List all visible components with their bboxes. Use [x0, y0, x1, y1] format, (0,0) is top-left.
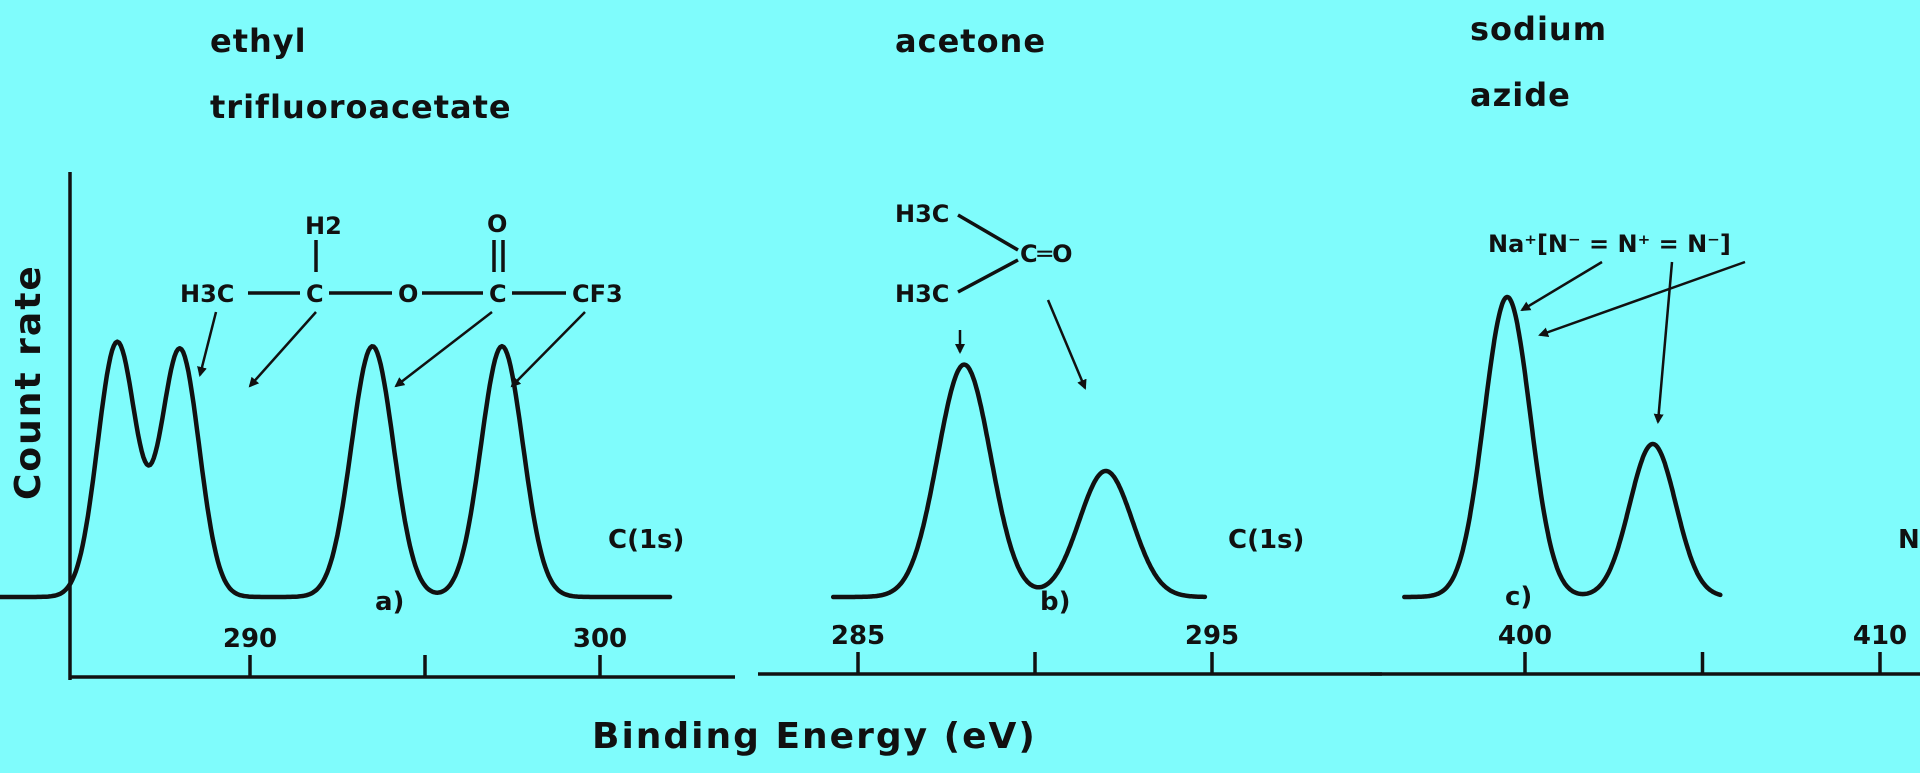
arrow [510, 311, 586, 388]
mol-b-co: C═O [1020, 240, 1072, 268]
x-tick-label: 300 [573, 624, 627, 654]
mol-c-formula: Na⁺[N⁻ = N⁺ = N⁻] [1488, 230, 1731, 258]
mol-a-c2: C [489, 280, 507, 308]
mol-a-o-top: O [487, 210, 507, 238]
panel-b-label: b) [1040, 587, 1071, 617]
panel-a-label: a) [375, 587, 404, 617]
panel-c-label: c) [1505, 582, 1532, 612]
mol-a-ch3: H3C [180, 280, 234, 308]
molecule-a: H2 O H3C C O C CF3 [180, 210, 623, 308]
annotation-arrows [197, 260, 1746, 424]
mol-a-c1: C [306, 280, 324, 308]
panel-b-core-level: C(1s) [1228, 525, 1304, 555]
panel-c-title-line-2: azide [1470, 76, 1571, 114]
mol-a-cf3: CF3 [572, 280, 623, 308]
tick-group: 290 300 285 295 400 410 [223, 621, 1907, 677]
panel-b-title: acetone [895, 22, 1046, 60]
y-axis-label: Count rate [8, 264, 49, 500]
bond [957, 258, 1019, 294]
arrow [394, 311, 493, 388]
panel-a-title-line-2: trifluoroacetate [210, 88, 512, 126]
arrow [1046, 299, 1087, 390]
arrow [197, 311, 218, 377]
molecule-c: Na⁺[N⁻ = N⁺ = N⁻] [1488, 230, 1731, 258]
series-curve-b [830, 362, 1208, 600]
x-tick-label: 410 [1853, 621, 1907, 651]
panel-c-title-line-1: sodium [1470, 10, 1607, 48]
series-curve-a [0, 339, 673, 600]
arrow [1653, 261, 1674, 424]
arrow [1538, 260, 1746, 338]
bond [957, 213, 1019, 252]
x-axis-label: Binding Energy (eV) [592, 716, 1037, 757]
arrow [1520, 260, 1603, 312]
x-tick-label: 295 [1185, 621, 1239, 651]
arrow [248, 311, 317, 388]
mol-b-ch3-top: H3C [895, 200, 949, 228]
series-curve-c [1402, 294, 1723, 600]
molecule-b: H3C H3C C═O [895, 200, 1072, 308]
x-tick-label: 290 [223, 624, 277, 654]
mol-a-h2: H2 [305, 212, 342, 240]
x-tick-label: 400 [1498, 621, 1552, 651]
panel-a-title-line-1: ethyl [210, 22, 307, 60]
mol-a-o-mid: O [398, 280, 418, 308]
mol-b-ch3-bot: H3C [895, 280, 949, 308]
panel-a-core-level: C(1s) [608, 525, 684, 555]
panel-c-core-level: N [1898, 525, 1920, 555]
x-tick-label: 285 [831, 621, 885, 651]
